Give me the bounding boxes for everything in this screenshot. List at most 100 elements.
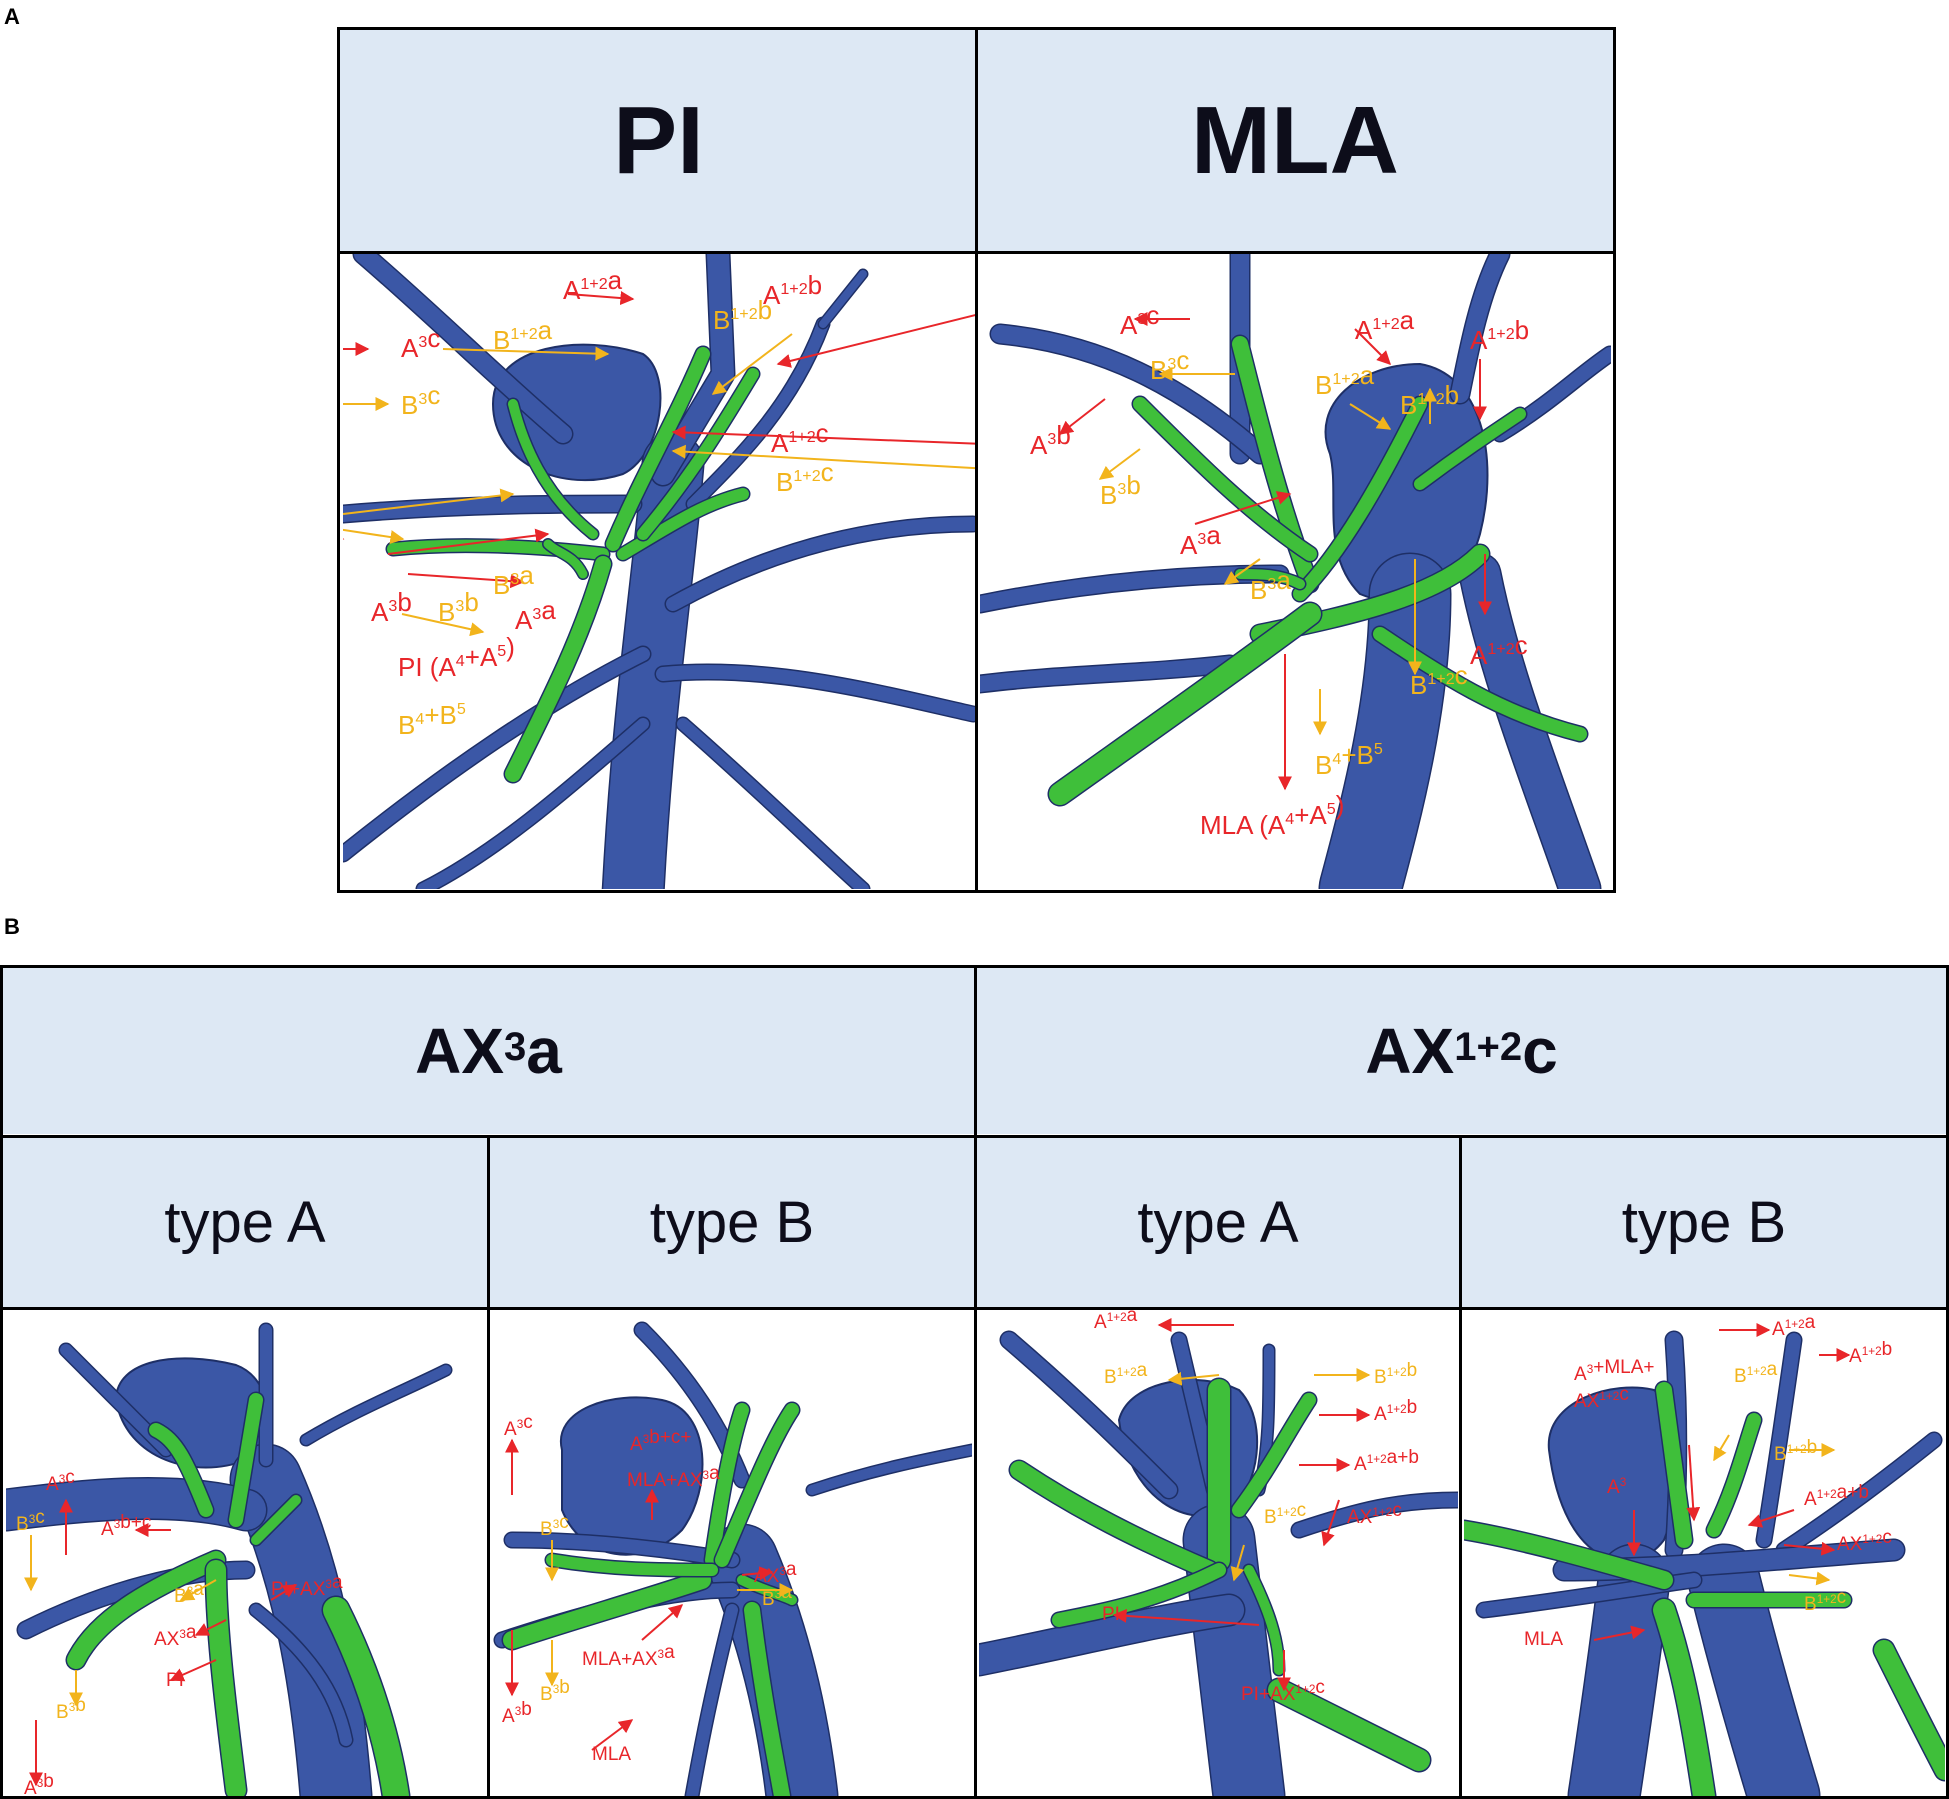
label-b3-1: B1+2a (1104, 1360, 1148, 1388)
arrow-mla (1593, 1625, 1646, 1641)
label-b2-7: B3b (540, 1677, 570, 1705)
header-ax3a-base: AX (415, 1015, 505, 1087)
subheader-ax12c-type-a: type A (977, 1138, 1459, 1307)
arrow-ax12c (1321, 1499, 1340, 1547)
arrow-b4b5 (401, 613, 485, 637)
label-a1-6: A1+2c (771, 418, 829, 458)
bronchus-right-lower (1373, 627, 1587, 741)
subheader-ax3a-type-a: type A (3, 1138, 487, 1307)
label-b3-6: AX1+2c (1347, 1500, 1402, 1528)
artery-a12a (652, 254, 734, 485)
panel-letter-a: A (4, 4, 20, 29)
bronchus-b3 (206, 1560, 246, 1796)
artery-a12a (1757, 1333, 1801, 1547)
arrow-b12a (1167, 1371, 1220, 1386)
label-a1-4: A3c (401, 323, 440, 363)
label-a2-13: MLA (A4+A5) (1200, 790, 1344, 840)
panel-a-divider-v (975, 27, 978, 893)
artery-a12b (687, 318, 829, 510)
bronchus-b3a (251, 1495, 301, 1545)
label-a1-9: B3b (438, 587, 479, 627)
arrow-pi (169, 1659, 217, 1682)
label-a2-10: A1+2c (1470, 630, 1528, 670)
bronchus-b12b (1707, 1413, 1761, 1537)
panel-b-divider-left (487, 1135, 490, 1799)
label-b4-6: A3 (1607, 1476, 1627, 1498)
arrow-b12c (1230, 1544, 1245, 1582)
arrow-b12b (711, 333, 793, 395)
label-b1-7: PI (166, 1670, 184, 1691)
arrow-ax12c (1783, 1541, 1836, 1556)
arrow-b3b (1098, 448, 1141, 480)
label-b4-0: A1+2a (1772, 1312, 1816, 1340)
label-a2-12: B4+B5 (1315, 740, 1383, 780)
header-mla: MLA (977, 30, 1613, 252)
bronchus-b3b (387, 539, 609, 560)
arrow-b3a (179, 1579, 217, 1601)
label-b3-2: B1+2b (1374, 1360, 1417, 1388)
bronchus-left (1010, 1461, 1218, 1579)
artery-ax3a (250, 1604, 352, 1746)
header-ax3a-tail: a (526, 1015, 562, 1087)
arrow-a12c (671, 425, 975, 445)
label-a2-2: A1+2b (1470, 315, 1529, 355)
header-ax3a-sup: 3 (504, 1024, 527, 1069)
scene-ax12c-type-b: A1+2aA1+2bA3+MLA+AX1+2cB1+2aB1+2bA3A1+2a… (1464, 1312, 1945, 1796)
bronchus-b3b (1133, 397, 1317, 561)
bronchus-b12c (1244, 1565, 1284, 1675)
bronchus-b4b5 (505, 556, 611, 782)
artery-left-top (1001, 1332, 1177, 1498)
label-b1-3: PI+AX3a (271, 1572, 343, 1600)
header-pi: PI (340, 30, 977, 252)
arrow-b12a (442, 346, 610, 361)
arrow-pi (1112, 1608, 1260, 1626)
label-a1-7: B1+2c (776, 457, 834, 497)
label-b3-8: PI+AX1+2c (1241, 1677, 1325, 1705)
bronchus-b12b (637, 368, 759, 540)
arrow-a3-mla-ax12c (1686, 1444, 1701, 1522)
label-a1-10: B3a (493, 560, 534, 600)
label-b2-2: MLA+AX3a (627, 1463, 720, 1491)
arrow-a12a (1354, 328, 1391, 365)
header-ax12c-base: AX (1365, 1015, 1455, 1087)
arrow-ax3a (194, 1619, 227, 1636)
bronchus-b12a (606, 347, 710, 551)
artery-left-2 (980, 656, 1238, 692)
bronchus-b12 (715, 1403, 799, 1567)
panel-letter-b: B (4, 914, 20, 939)
label-b2-4: AX3a (754, 1559, 797, 1587)
bronchus-b12a (1293, 397, 1427, 601)
bronchus-b12b (1232, 1393, 1316, 1517)
artery-left-lower-2 (417, 718, 649, 889)
label-b1-2: A3b+c (101, 1512, 151, 1540)
label-a1-12: PI (A4+A5) (398, 632, 515, 682)
label-a2-1: A1+2a (1355, 305, 1415, 345)
artery-right-2 (656, 665, 975, 721)
label-a2-5: B1+2b (1400, 380, 1459, 420)
arrow-ax3a (741, 1566, 774, 1581)
bronchus-left (1464, 1521, 1673, 1589)
label-b3-3: A1+2b (1374, 1397, 1417, 1425)
bronchus-b3a (543, 539, 588, 579)
label-b4-5: B1+2b (1774, 1437, 1817, 1465)
bronchus-b3b (67, 1551, 225, 1669)
artery-a3b (991, 325, 1269, 463)
label-b4-9: B1+2c (1804, 1587, 1846, 1615)
bronchus-b3c (508, 399, 598, 539)
artery-right-1 (666, 517, 975, 611)
artery-a3c (354, 254, 572, 443)
arrow-a3a (1194, 491, 1292, 525)
panel-b-divider-h2 (0, 1307, 1949, 1310)
bronchus-b12c (617, 488, 749, 560)
artery-right (1292, 1493, 1458, 1537)
bronchus-b12 (229, 1393, 263, 1527)
label-b2-8: A3b (502, 1699, 532, 1727)
label-a2-8: A3a (1180, 520, 1221, 560)
bronchus-b3 (546, 1554, 718, 1576)
arrow-b3a (1223, 558, 1261, 585)
label-a1-0: A1+2a (563, 265, 623, 305)
